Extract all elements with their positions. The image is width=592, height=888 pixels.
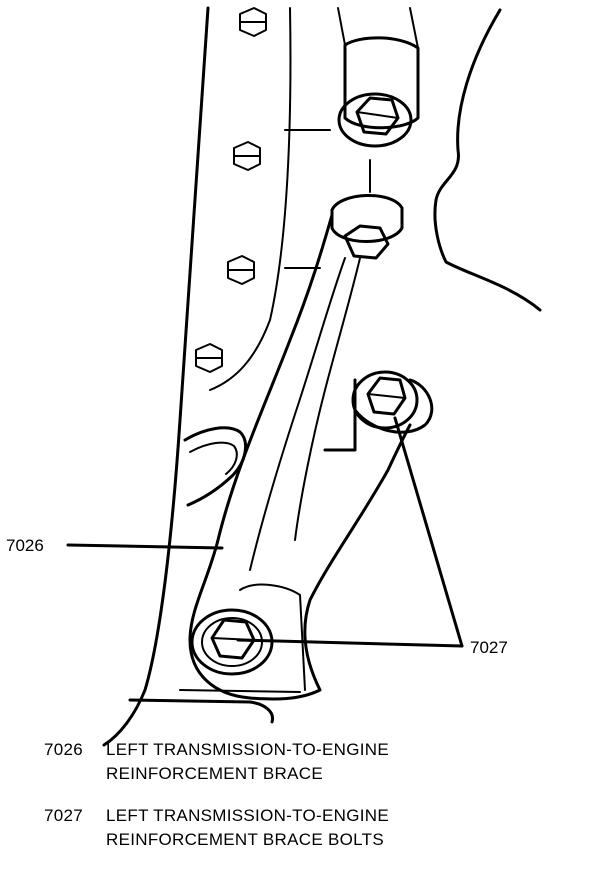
legend-entry-7027: 7027 LEFT TRANSMISSION-TO-ENGINE REINFORCE… [44,804,526,852]
leader-line-7026 [66,543,224,550]
legend-number: 7027 [44,806,84,825]
flange-bolt-4 [195,343,223,373]
leader-line-7027-a [236,638,464,648]
callout-7026: 7026 [6,536,44,555]
legend-line: REINFORCEMENT BRACE BOLTS [106,830,384,849]
engine-block-flange [209,7,292,391]
legend-number: 7026 [44,740,84,759]
brace-bolt-upper-7027 [351,370,419,430]
lower-block-edge [128,698,275,724]
legend-description: LEFT TRANSMISSION-TO-ENGINE REINFORCEMENT… [106,738,526,786]
legend-description: LEFT TRANSMISSION-TO-ENGINE REINFORCEMENT… [106,804,526,852]
legend-entry-7026: 7026 LEFT TRANSMISSION-TO-ENGINE REINFORCE… [44,738,526,786]
brace-lower-flange [239,583,306,691]
leader-line-7027-b [393,416,464,648]
upper-mount-top [337,7,419,49]
engine-block-slot-inner [189,441,238,475]
engine-block-slot [183,426,248,507]
flange-bolt-3 [227,255,255,285]
legend-line: LEFT TRANSMISSION-TO-ENGINE [106,806,389,825]
callout-7027: 7027 [470,638,508,657]
upper-brace-bolt [337,92,413,148]
flange-bolt-2 [233,141,261,171]
upper-mount-cylinder [343,36,420,130]
brace-upper-fastener [330,159,404,260]
legend-line: LEFT TRANSMISSION-TO-ENGINE [106,740,389,759]
reinforcement-brace-web [249,257,346,571]
flange-bolt-1 [239,7,267,37]
reinforcement-brace-7026 [188,213,412,701]
reinforcement-brace-inner-edge [294,257,361,541]
transmission-housing [433,8,542,312]
legend-line: REINFORCEMENT BRACE [106,764,323,783]
lower-block-edge-2 [179,689,301,693]
